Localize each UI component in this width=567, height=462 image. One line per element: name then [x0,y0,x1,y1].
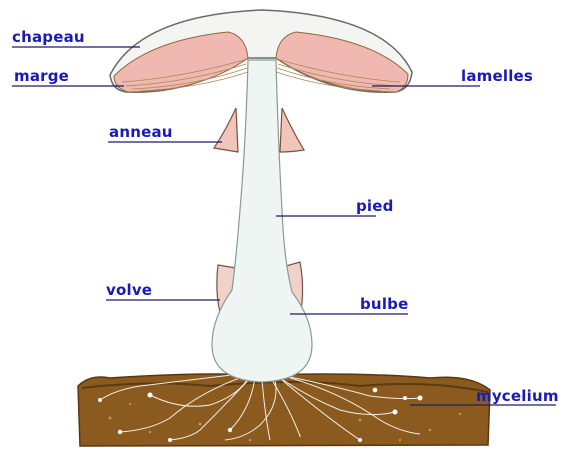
anneau-shape [214,108,238,152]
label-lamelles: lamelles [461,69,533,84]
label-volve: volve [106,283,152,298]
label-anneau: anneau [109,125,173,140]
lamelles-left [114,32,248,92]
stem-and-bulb [212,60,312,382]
label-bulbe: bulbe [360,297,408,312]
label-chapeau: chapeau [12,30,85,45]
lamelles-right [276,32,408,92]
label-pied: pied [356,199,394,214]
anneau-shape-right [280,108,304,152]
label-marge: marge [14,69,69,84]
label-mycelium: mycelium [476,389,559,404]
